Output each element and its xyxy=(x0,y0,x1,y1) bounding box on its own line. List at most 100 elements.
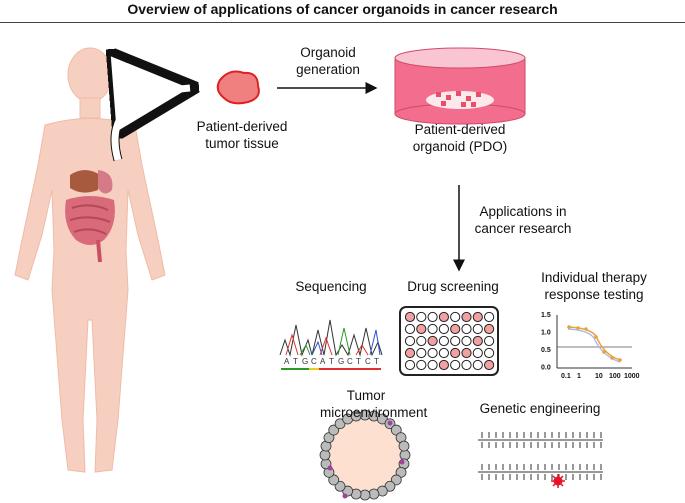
y-tick-label: 0.0 xyxy=(541,365,551,372)
petri-dish xyxy=(394,47,526,125)
human-body-figure xyxy=(14,47,166,473)
plate-well xyxy=(461,311,472,323)
ring-cell xyxy=(328,424,340,436)
y-tick-label: 1.5 xyxy=(541,312,551,319)
ring-cell xyxy=(334,418,346,430)
immune-cell xyxy=(342,493,348,499)
label-drug-screening: Drug screening xyxy=(407,279,499,294)
plate-well xyxy=(450,359,461,371)
label-genetic: Genetic engineering xyxy=(479,401,601,416)
x-tick-label: 1 xyxy=(577,373,581,380)
x-tick-label: 10 xyxy=(595,373,603,380)
plate-well xyxy=(484,311,495,323)
dose-response-chart xyxy=(556,315,632,369)
plate-well xyxy=(404,359,416,371)
plate-well xyxy=(472,359,483,371)
drug-screening-plate xyxy=(399,306,499,376)
sequence-letter: G xyxy=(338,357,344,366)
sequence-letter: A xyxy=(284,357,290,366)
plate-well xyxy=(404,311,416,323)
immune-cell xyxy=(327,465,333,471)
ring-cell xyxy=(328,474,340,486)
plate-well xyxy=(472,323,483,335)
title-divider xyxy=(0,22,685,23)
sequence-letter: C xyxy=(311,357,317,366)
plate-well xyxy=(450,347,461,359)
tumor-microenvironment-ring xyxy=(319,409,411,501)
label-sequencing: Sequencing xyxy=(295,279,367,294)
plate-well xyxy=(450,335,461,347)
plate-well xyxy=(461,359,472,371)
label-tumor-micro: Tumor microenvironment xyxy=(320,388,428,420)
label-organoid-generation: Organoid generation xyxy=(296,45,360,77)
plate-well xyxy=(416,359,427,371)
x-tick-label: 1000 xyxy=(624,373,640,380)
plate-well xyxy=(427,323,438,335)
plate-well xyxy=(404,323,416,335)
label-applications: Applications in cancer research xyxy=(474,204,572,236)
plate-well xyxy=(404,335,416,347)
sequence-letter: T xyxy=(356,357,361,366)
ring-cell xyxy=(399,449,411,461)
ring-cell xyxy=(384,480,396,492)
ring-cell xyxy=(319,449,331,461)
plate-well xyxy=(416,347,427,359)
plate-well xyxy=(472,335,483,347)
plate-well xyxy=(438,323,449,335)
ring-cell xyxy=(368,488,380,500)
ring-cell xyxy=(334,480,346,492)
plate-well xyxy=(438,347,449,359)
x-tick-label: 0.1 xyxy=(561,373,571,380)
plate-well xyxy=(416,311,427,323)
plate-well xyxy=(461,323,472,335)
tumor-tissue-blob xyxy=(216,70,260,105)
figure-title: Overview of applications of cancer organ… xyxy=(127,1,558,17)
plate-well xyxy=(416,335,427,347)
x-tick-label: 100 xyxy=(609,373,621,380)
plate-well xyxy=(484,359,495,371)
dna-strands xyxy=(478,432,603,480)
label-therapy: Individual therapy response testing xyxy=(541,270,647,302)
ring-cell xyxy=(359,489,371,501)
ring-cell xyxy=(395,466,407,478)
sequencing-chromatogram xyxy=(279,319,383,370)
immune-cell xyxy=(399,459,405,465)
immune-cell xyxy=(387,420,393,426)
ring-cell xyxy=(390,424,402,436)
plate-well xyxy=(450,323,461,335)
plate-well xyxy=(484,335,495,347)
sequence-letter: C xyxy=(365,357,371,366)
plate-well xyxy=(416,323,427,335)
plate-well xyxy=(472,311,483,323)
organs-illustration xyxy=(65,170,115,263)
ring-cell xyxy=(376,413,388,425)
plate-well xyxy=(427,359,438,371)
plate-well xyxy=(427,335,438,347)
y-tick-label: 1.0 xyxy=(541,330,551,337)
plate-well xyxy=(438,359,449,371)
plate-well xyxy=(450,311,461,323)
plate-well xyxy=(427,311,438,323)
plate-well xyxy=(427,347,438,359)
sequence-letter: G xyxy=(302,357,308,366)
plate-well xyxy=(461,347,472,359)
plate-well xyxy=(484,347,495,359)
sequence-letter: C xyxy=(347,357,353,366)
plate-well xyxy=(438,335,449,347)
label-pdo: Patient-derived organoid (PDO) xyxy=(412,122,508,154)
ring-cell xyxy=(398,440,410,452)
plate-well xyxy=(404,347,416,359)
plate-well xyxy=(472,347,483,359)
label-tissue: Patient-derived tumor tissue xyxy=(196,119,288,151)
ring-cell xyxy=(390,474,402,486)
y-tick-label: 0.5 xyxy=(541,347,551,354)
ring-cell xyxy=(323,432,335,444)
sequence-letter: T xyxy=(374,357,379,366)
sequence-letter: A xyxy=(320,357,326,366)
plate-well xyxy=(484,323,495,335)
plate-well xyxy=(461,335,472,347)
plate-well xyxy=(438,311,449,323)
